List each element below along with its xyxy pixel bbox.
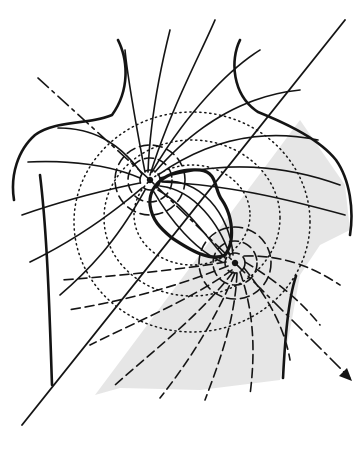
negative-pole [232, 260, 238, 266]
negative-pole-marker [232, 260, 238, 266]
left-neck-line [13, 40, 126, 200]
field-line [22, 183, 140, 215]
positive-pole-marker [147, 177, 153, 183]
field-line [148, 30, 170, 172]
electrical-axis-arrowhead [339, 368, 352, 381]
positive-pole [147, 177, 153, 183]
field-line [28, 162, 140, 178]
field-line [152, 50, 260, 172]
